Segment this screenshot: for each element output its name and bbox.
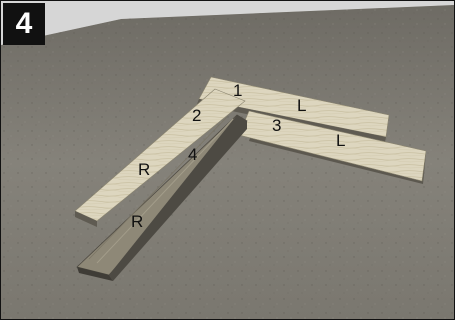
right-mark-upper: R <box>138 161 150 178</box>
left-mark-upper: L <box>297 97 306 114</box>
step-number-badge: 4 <box>3 3 45 45</box>
piece-4-label: 4 <box>188 146 197 163</box>
piece-3-label: 3 <box>272 117 281 134</box>
piece-2-label: 2 <box>192 107 201 124</box>
left-mark-lower: L <box>336 132 345 149</box>
right-mark-lower: R <box>131 213 143 230</box>
piece-1-label: 1 <box>233 82 242 99</box>
